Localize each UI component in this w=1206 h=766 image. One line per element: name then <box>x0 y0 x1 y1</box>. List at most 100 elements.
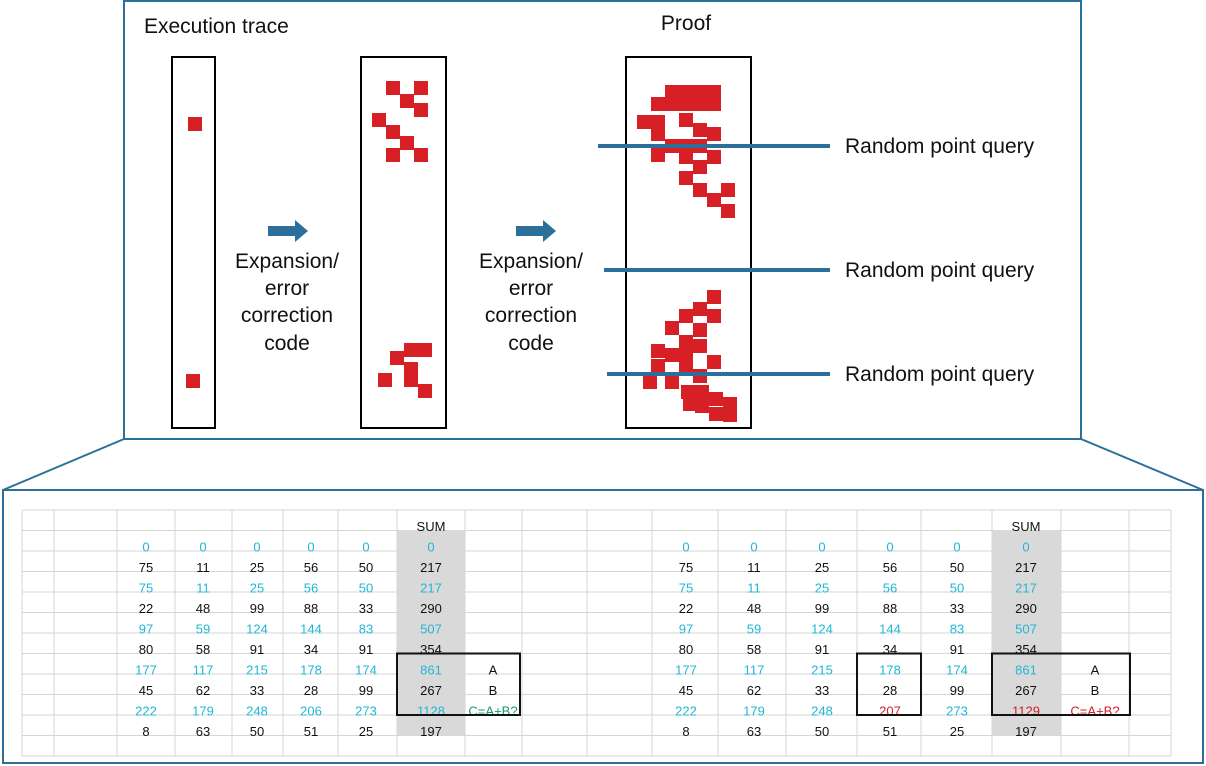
table-cell: 273 <box>355 704 377 719</box>
red-square <box>390 351 404 365</box>
table-cell: 0 <box>253 540 260 555</box>
table-cell: 11 <box>196 560 210 575</box>
sum-cell: 861 <box>1015 663 1037 678</box>
table-cell: 58 <box>196 642 210 657</box>
table-cell: 88 <box>883 601 897 616</box>
arrow-right-icon <box>516 220 556 242</box>
zoom-connector-left <box>2 438 125 491</box>
table-cell: 25 <box>250 560 264 575</box>
table-cell: 50 <box>815 724 829 739</box>
red-square <box>643 375 657 389</box>
sum-cell: 197 <box>1015 724 1037 739</box>
red-square <box>707 355 721 369</box>
table-cell: 91 <box>359 642 373 657</box>
table-cell: 25 <box>815 560 829 575</box>
red-square <box>723 408 737 422</box>
red-square <box>707 309 721 323</box>
sum-header: SUM <box>417 519 446 534</box>
table-cell: 28 <box>304 683 318 698</box>
table-cell: 80 <box>679 642 693 657</box>
table-cell: 22 <box>679 601 693 616</box>
expanded-trace-column <box>360 56 447 429</box>
red-square <box>188 117 202 131</box>
table-cell: 56 <box>304 560 318 575</box>
sum-cell: 354 <box>1015 642 1037 657</box>
table-cell: 177 <box>675 663 697 678</box>
red-square <box>651 97 665 111</box>
red-square <box>721 183 735 197</box>
table-cell: 91 <box>815 642 829 657</box>
table-cell: 0 <box>199 540 206 555</box>
red-square <box>651 148 665 162</box>
table-cell: 83 <box>950 622 964 637</box>
table-cell: 75 <box>679 560 693 575</box>
table-cell: 59 <box>196 622 210 637</box>
table-cell: 91 <box>950 642 964 657</box>
red-square <box>679 171 693 185</box>
sum-cell: 217 <box>1015 560 1037 575</box>
sum-cell: 217 <box>420 560 442 575</box>
red-square <box>404 362 418 376</box>
zoom-connector-right <box>1080 438 1204 491</box>
red-square <box>651 115 665 129</box>
red-square <box>721 204 735 218</box>
table-cell: 11 <box>747 560 761 575</box>
table-cell: 8 <box>682 724 689 739</box>
table-cell: 0 <box>307 540 314 555</box>
sum-cell: 1128 <box>417 704 445 719</box>
table-cell: 56 <box>883 581 897 596</box>
red-square <box>707 85 721 99</box>
table-cell: 97 <box>139 622 153 637</box>
table-cell: 0 <box>142 540 149 555</box>
red-square <box>679 335 693 349</box>
abc-highlight-box <box>991 652 1131 716</box>
red-square <box>418 343 432 357</box>
table-cell: 25 <box>250 581 264 596</box>
table-cell: 0 <box>750 540 757 555</box>
expansion-label-1-line2: error <box>265 277 309 300</box>
sum-cell: 354 <box>420 642 442 657</box>
note-cell: C=A+B? <box>468 704 517 719</box>
table-cell: 144 <box>300 622 322 637</box>
red-square <box>693 339 707 353</box>
execution-trace-column <box>171 56 216 429</box>
table-cell: 56 <box>304 581 318 596</box>
table-cell: 50 <box>250 724 264 739</box>
table-cell: 63 <box>747 724 761 739</box>
table-cell: 48 <box>196 601 210 616</box>
table-cell: 179 <box>192 704 214 719</box>
sum-header: SUM <box>1012 519 1041 534</box>
table-cell: 33 <box>815 683 829 698</box>
table-cell: 63 <box>196 724 210 739</box>
table-cell: 75 <box>679 581 693 596</box>
red-square <box>404 343 418 357</box>
table-cell: 62 <box>747 683 761 698</box>
table-cell: 99 <box>250 601 264 616</box>
table-cell: 99 <box>950 683 964 698</box>
expansion-label-1-line3: correction <box>241 304 333 327</box>
table-cell: 8 <box>142 724 149 739</box>
table-cell: 124 <box>811 622 833 637</box>
table-cell: 11 <box>196 581 210 596</box>
red-square <box>186 374 200 388</box>
red-square <box>386 125 400 139</box>
table-cell: 178 <box>300 663 322 678</box>
table-cell: 215 <box>811 663 833 678</box>
red-square <box>665 85 679 99</box>
table-cell: 28 <box>883 683 897 698</box>
table-cell: 51 <box>304 724 318 739</box>
red-square <box>679 358 693 372</box>
red-square <box>683 397 697 411</box>
query-label-1: Random point query <box>845 135 1035 158</box>
table-cell: 11 <box>747 581 761 596</box>
red-square <box>707 127 721 141</box>
red-square <box>651 359 665 373</box>
note-cell: C=A+B? <box>1070 704 1119 719</box>
sum-cell: 861 <box>420 663 442 678</box>
table-cell: 124 <box>246 622 268 637</box>
red-square <box>707 193 721 207</box>
table-cell: 117 <box>193 663 214 678</box>
sum-cell: 1129 <box>1012 704 1040 719</box>
expansion-label-1-line4: code <box>264 332 310 355</box>
